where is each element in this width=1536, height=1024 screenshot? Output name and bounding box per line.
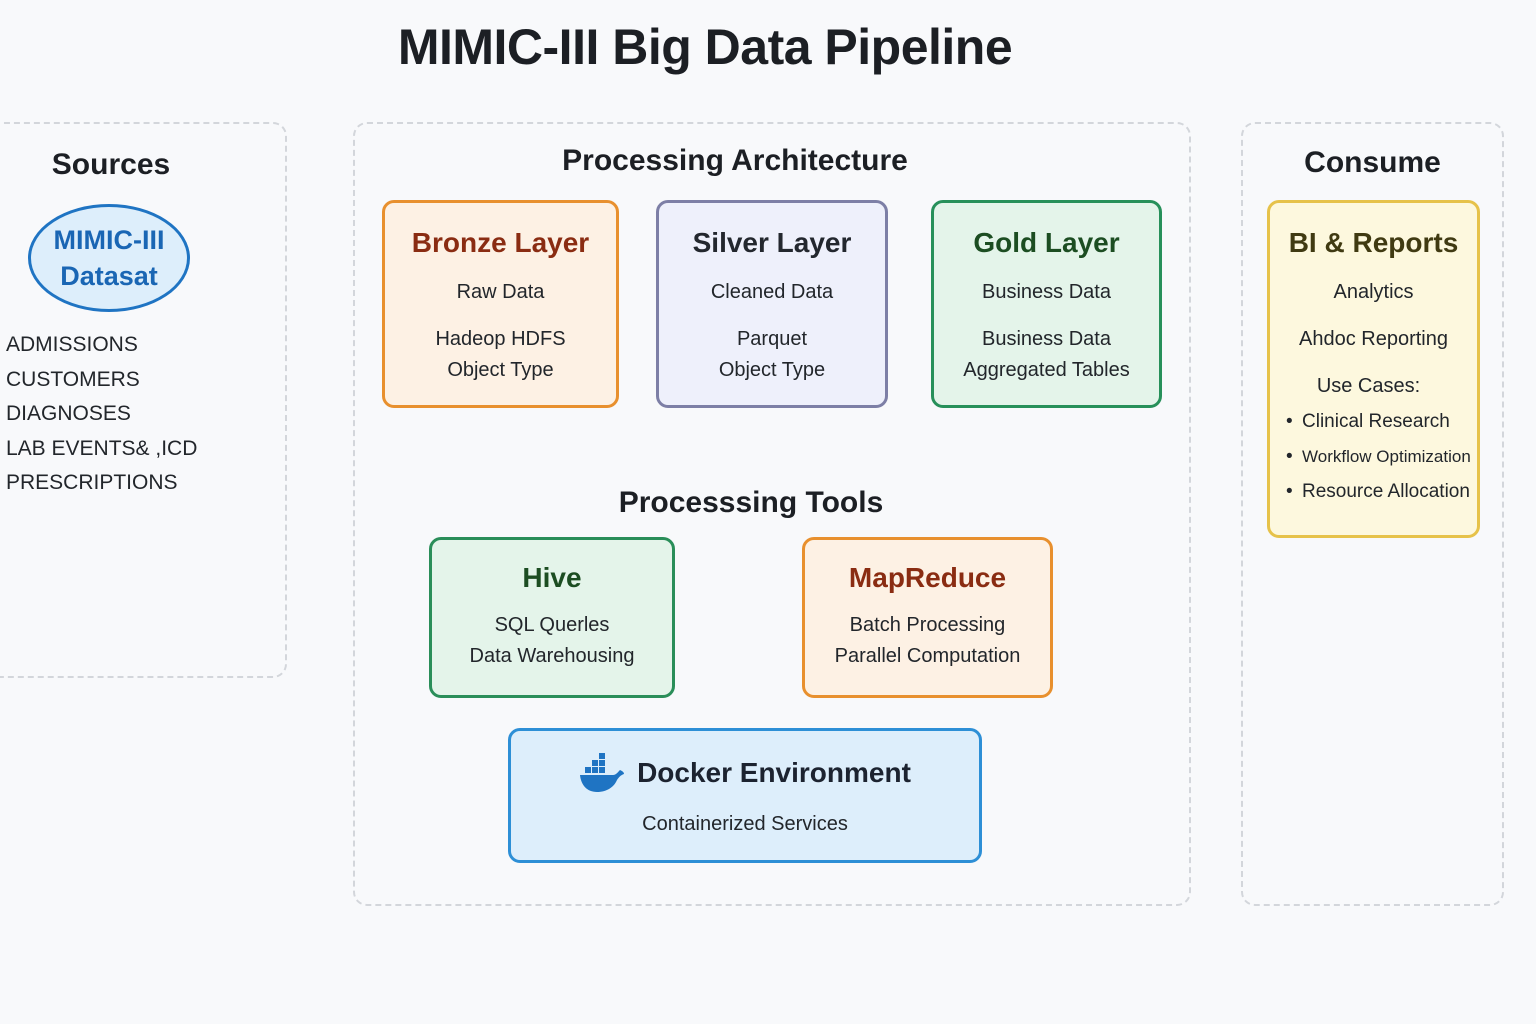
dataset-label-line1: MIMIC-III <box>53 225 165 255</box>
bi-reports-title: BI & Reports <box>1288 227 1459 258</box>
docker-title: Docker Environment <box>637 757 911 788</box>
mapreduce-line2: Parallel Computation <box>834 645 1021 667</box>
list-item: PRESCRIPTIONS <box>6 471 178 494</box>
list-item: • Workflow Optimization <box>1286 439 1477 474</box>
bronze-layer-card: Bronze Layer Raw Data Hadeop HDFS Object… <box>382 200 619 408</box>
bronze-layer-line2: Hadeop HDFS <box>435 328 566 350</box>
bi-line2: Ahdoc Reporting <box>1299 328 1448 350</box>
gold-layer-line1: Business Data <box>982 281 1111 303</box>
hive-line2: Data Warehousing <box>469 645 635 667</box>
silver-layer-card: Silver Layer Cleaned Data Parquet Object… <box>656 200 888 408</box>
hive-line1: SQL Querles <box>494 614 610 636</box>
docker-card: Docker Environment Containerized Service… <box>508 728 982 863</box>
bullet: • <box>1286 481 1293 502</box>
use-cases-label: Use Cases: <box>1316 375 1421 397</box>
bronze-layer-line1: Raw Data <box>456 281 545 303</box>
docker-whale-icon <box>580 753 625 792</box>
silver-layer-line2: Parquet <box>736 328 808 350</box>
list-item: ADMISSIONS <box>6 333 138 356</box>
bullet: • <box>1286 446 1293 467</box>
gold-layer-card: Gold Layer Business Data Business Data A… <box>931 200 1162 408</box>
gold-layer-line2: Business Data <box>982 328 1111 350</box>
hive-title: Hive <box>522 562 582 593</box>
sources-panel <box>0 122 287 678</box>
silver-layer-line1: Cleaned Data <box>710 281 834 303</box>
silver-layer-title: Silver Layer <box>692 227 852 258</box>
docker-line1: Containerized Services <box>642 813 848 835</box>
use-case-label: Clinical Research <box>1302 411 1450 432</box>
use-case-label: Workflow Optimization <box>1302 447 1471 466</box>
gold-layer-line3: Aggregated Tables <box>963 359 1130 381</box>
bronze-layer-line3: Object Type <box>447 359 554 381</box>
sources-title: Sources <box>51 148 171 181</box>
hive-card: Hive SQL Querles Data Warehousing <box>429 537 675 698</box>
mapreduce-line1: Batch Processing <box>849 614 1006 636</box>
bi-line1: Analytics <box>1333 281 1414 303</box>
consume-panel <box>1241 122 1504 906</box>
dataset-node: MIMIC-III Datasat <box>28 204 190 312</box>
list-item: DIAGNOSES <box>6 402 131 425</box>
docker-title-row: Docker Environment <box>511 753 979 793</box>
list-item: LAB EVENTS& ,ICD <box>6 436 198 460</box>
gold-layer-title: Gold Layer <box>973 227 1120 258</box>
use-case-label: Resource Allocation <box>1302 481 1470 502</box>
bullet: • <box>1286 411 1293 432</box>
processing-title: Processing Architecture <box>562 144 908 177</box>
use-case-list: • Clinical Research • Workflow Optimizatio… <box>1286 404 1477 509</box>
tools-title: Processsing Tools <box>618 486 884 519</box>
mapreduce-title: MapReduce <box>848 562 1007 593</box>
list-item: • Clinical Research <box>1286 404 1477 439</box>
list-item: CUSTOMERS <box>6 367 140 391</box>
source-table-list: ADMISSIONS CUSTOMERS DIAGNOSES LAB EVENT… <box>6 328 197 501</box>
page-title: MIMIC-III Big Data Pipeline <box>397 19 1013 75</box>
bi-reports-card: BI & Reports Analytics Ahdoc Reporting U… <box>1267 200 1480 538</box>
silver-layer-line3: Object Type <box>718 359 826 381</box>
processing-panel <box>353 122 1191 906</box>
bronze-layer-title: Bronze Layer <box>411 227 590 258</box>
dataset-label-line2: Datasat <box>60 261 158 291</box>
mapreduce-card: MapReduce Batch Processing Parallel Comp… <box>802 537 1053 698</box>
list-item: • Resource Allocation <box>1286 474 1477 509</box>
consume-title: Consume <box>1304 146 1441 179</box>
